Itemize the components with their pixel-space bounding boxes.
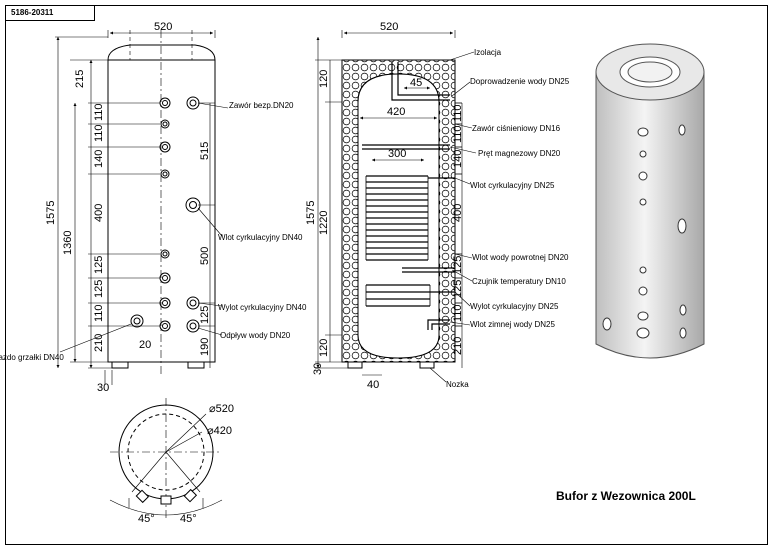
front-view: [55, 30, 229, 385]
section-dim-45: 45: [410, 77, 422, 89]
section-width-dim: 520: [380, 21, 398, 33]
front-dim-125a: 125: [93, 256, 105, 274]
drawing-code: 5186-20311: [5, 5, 95, 21]
section-right-110a: 110: [452, 104, 464, 122]
front-right-connections: [185, 96, 201, 333]
front-leg-right: [187, 361, 205, 369]
top-angle-right: 45°: [180, 513, 197, 525]
tank-3d-body: [595, 71, 705, 359]
section-total-height: 1575: [305, 201, 317, 225]
top-view-texts: ⌀520 ⌀420 45° 45°: [138, 403, 234, 525]
drawing-title: Bufor z Wezownica 200L: [556, 489, 696, 503]
front-foot-dim: 30: [97, 382, 109, 394]
front-dim-110c: 110: [93, 304, 105, 322]
front-dim-110b: 110: [93, 124, 105, 142]
label-section-circ-inlet: Wlot cyrkulacyjny DN25: [470, 181, 555, 190]
front-dim-215: 215: [74, 70, 86, 88]
section-right-110c: 110: [452, 304, 464, 322]
water-supply-pipe: [391, 62, 450, 101]
section-right-110b: 110: [452, 125, 464, 143]
label-pressure-valve: Zawór ciśnieniowy DN16: [472, 124, 561, 133]
front-right-125: 125: [199, 306, 211, 324]
section-dim-420: 420: [387, 106, 405, 118]
front-dim-210: 210: [93, 334, 105, 352]
label-magnesium-rod: Pręt magnezowy DN20: [478, 149, 561, 158]
section-view: [315, 30, 477, 383]
front-dim-110a: 110: [93, 103, 105, 121]
section-dim-300: 300: [388, 148, 406, 160]
upper-coil: [365, 175, 455, 261]
section-left-120a: 120: [318, 70, 330, 88]
front-leg-left: [111, 361, 129, 369]
section-right-140: 140: [452, 150, 464, 168]
front-total-height: 1575: [45, 201, 57, 225]
label-cold-inlet: Wlot zimnej wody DN25: [470, 320, 555, 329]
front-dim-400: 400: [93, 204, 105, 222]
top-view: [109, 398, 223, 520]
drawing-frame: [5, 5, 768, 545]
front-left-connections: [130, 97, 171, 332]
section-right-125b: 125: [452, 280, 464, 298]
tank-3d-view: [595, 43, 705, 359]
section-bottom-40: 40: [367, 379, 379, 391]
label-heater-socket: Gniazdo grzałki DN40: [0, 353, 64, 362]
front-right-500: 500: [199, 247, 211, 265]
section-left-120b: 120: [318, 339, 330, 357]
front-right-515: 515: [199, 142, 211, 160]
top-outer-dia: ⌀520: [209, 403, 234, 415]
top-inner-dia: ⌀420: [207, 425, 232, 437]
label-front-circ-outlet: Wylot cyrkulacyjny DN40: [218, 303, 307, 312]
section-leg-left: [347, 361, 363, 369]
front-width-dim: 520: [154, 21, 172, 33]
label-safety-valve: Zawór bezp.DN20: [229, 101, 294, 110]
front-right-190: 190: [199, 338, 211, 356]
front-view-texts: 520 215 110 110 140 400 125 125 110 210 …: [0, 21, 307, 394]
section-leg-right: [419, 361, 435, 369]
label-water-supply: Doprowadzenie wody DN25: [470, 77, 570, 86]
label-front-drain: Odpływ wody DN20: [220, 331, 291, 340]
label-insulation: Izolacja: [474, 48, 502, 57]
section-right-210: 210: [452, 337, 464, 355]
label-return-inlet: Wlot wody powrotnej DN20: [472, 253, 569, 262]
section-right-400: 400: [452, 204, 464, 222]
section-view-texts: 520 420 300 45 120 1220 120 30 1575 110 …: [305, 21, 570, 391]
label-section-circ-outlet: Wylot cyrkulacyjny DN25: [470, 302, 559, 311]
top-angle-left: 45°: [138, 513, 155, 525]
front-dim-140: 140: [93, 150, 105, 168]
label-temp-sensor: Czujnik temperatury DN10: [472, 277, 566, 286]
section-left-1220: 1220: [318, 211, 330, 235]
label-front-circ-inlet: Wlot cyrkulacyjny DN40: [218, 233, 303, 242]
front-mid-height: 1360: [62, 231, 74, 255]
tank-3d-connections: [602, 124, 687, 339]
front-offset-20: 20: [139, 339, 151, 351]
section-left-30: 30: [312, 363, 324, 375]
lower-coil: [365, 284, 455, 307]
section-right-125a: 125: [452, 256, 464, 274]
label-leg: Nozka: [446, 380, 469, 389]
front-dim-125b: 125: [93, 280, 105, 298]
